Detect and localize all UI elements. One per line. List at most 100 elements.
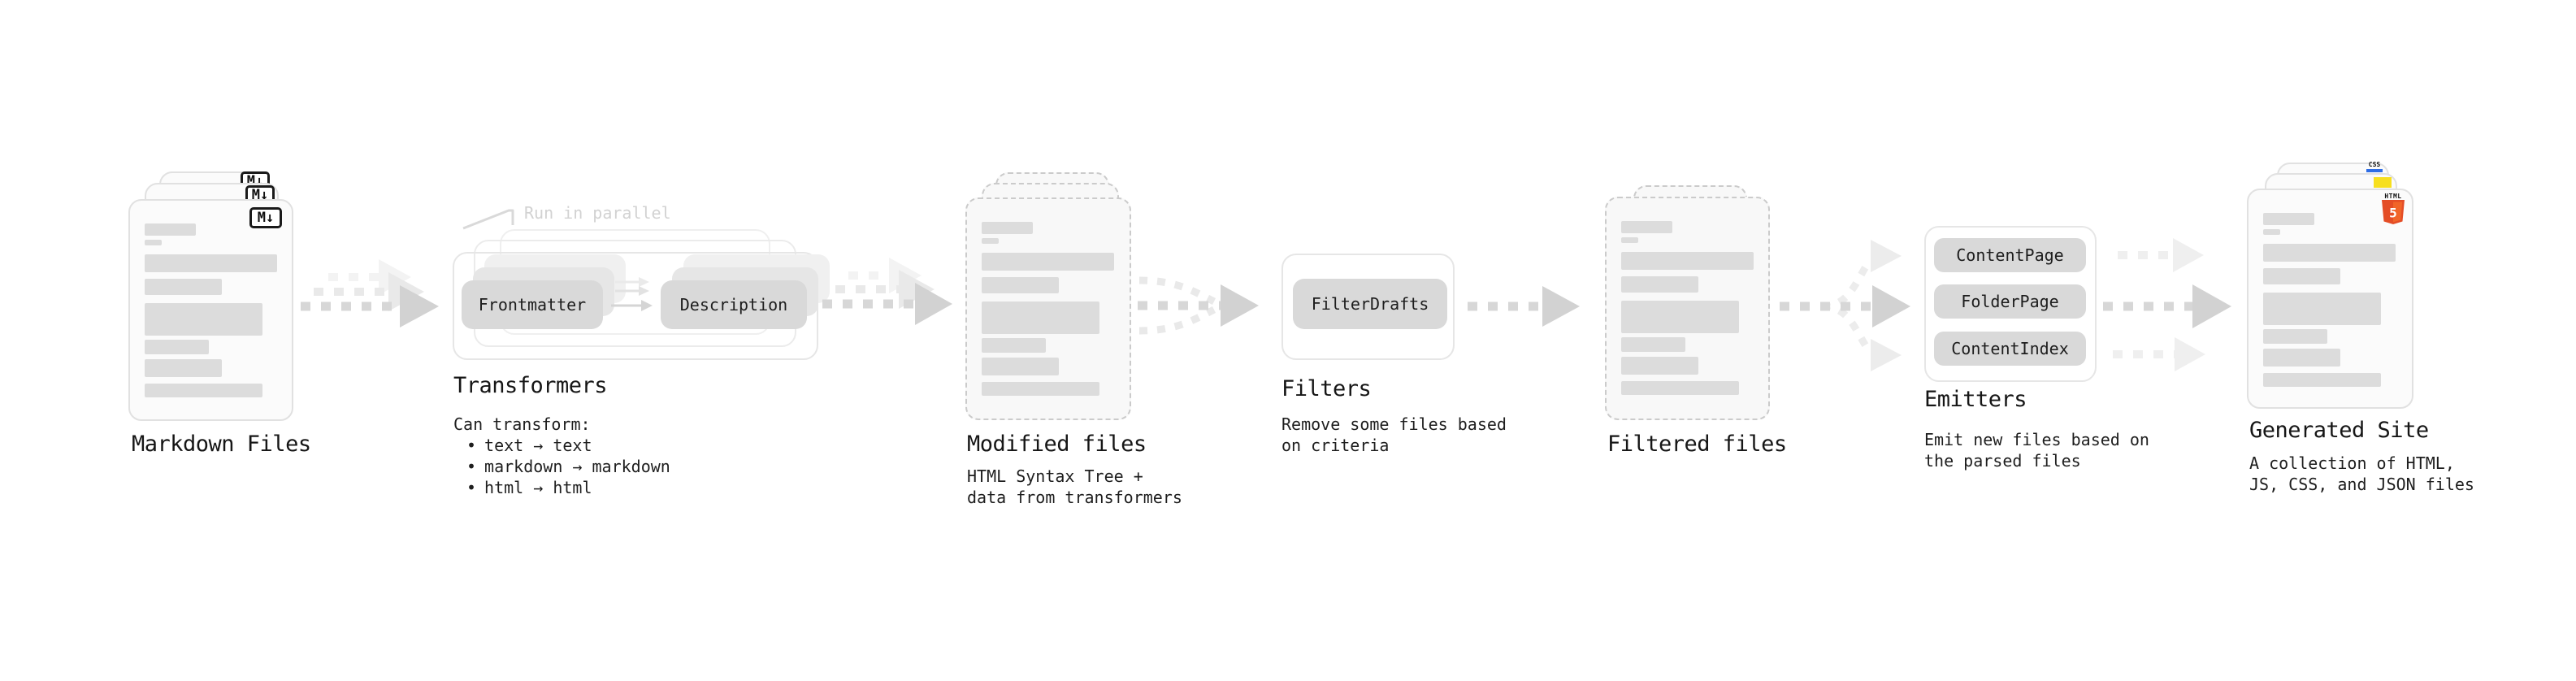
markdown-file-card-front: M↓ xyxy=(128,199,293,421)
run-in-parallel-note: Run in parallel xyxy=(524,203,671,223)
caption-line: data from transformers xyxy=(967,488,1182,507)
bullet-text: markdown → markdown xyxy=(484,457,670,476)
modified-files-title: Modified files xyxy=(967,432,1147,457)
skeleton-bar xyxy=(145,254,277,272)
emitters-title: Emitters xyxy=(1924,387,2027,412)
contentindex-pill: ContentIndex xyxy=(1934,332,2086,366)
bullet-text: text → text xyxy=(484,436,592,455)
caption-line: A collection of HTML, xyxy=(2249,453,2455,473)
skeleton-bar xyxy=(145,359,222,377)
skeleton-bar xyxy=(1621,337,1685,352)
skeleton-bar xyxy=(982,382,1099,396)
skeleton-bar xyxy=(2263,213,2314,225)
skeleton-bar xyxy=(1621,301,1739,333)
html5-shield: 5 xyxy=(2382,200,2405,224)
filters-title: Filters xyxy=(1281,376,1372,401)
html5-icon: HTML 5 xyxy=(2381,193,2405,228)
arrowhead xyxy=(915,283,952,325)
html5-number: 5 xyxy=(2389,206,2397,221)
skeleton-bar xyxy=(2263,293,2381,325)
caption-line: HTML Syntax Tree + xyxy=(967,466,1143,486)
skeleton-bar xyxy=(2263,268,2340,284)
caption-line: JS, CSS, and JSON files xyxy=(2249,475,2474,494)
skeleton-bar xyxy=(982,301,1099,334)
css-icon: CSS xyxy=(2366,162,2383,172)
skeleton-bar xyxy=(2263,329,2327,344)
bullet-text: html → html xyxy=(484,478,592,497)
document-skeleton xyxy=(2263,213,2396,387)
html5-icon-label: HTML xyxy=(2384,193,2402,200)
stage-transformers: Run in parallel Frontmatter Description … xyxy=(447,203,830,504)
generated-site-title: Generated Site xyxy=(2249,418,2429,443)
arrowhead xyxy=(2173,238,2204,272)
stage-filters: FilterDrafts Filters Remove some files b… xyxy=(1280,252,1507,463)
fan-out-curve-bottom xyxy=(1821,302,1872,354)
skeleton-bar xyxy=(1621,221,1672,233)
contentpage-pill: ContentPage xyxy=(1934,238,2086,272)
fan-out-curve-top xyxy=(1821,259,1872,310)
description-pill: Description xyxy=(661,280,807,329)
arrowhead xyxy=(1542,286,1580,327)
bullet-dot: • xyxy=(466,457,477,476)
bullet-item: • text → text xyxy=(453,435,670,456)
skeleton-bar xyxy=(145,240,162,245)
frontmatter-pill: Frontmatter xyxy=(462,280,603,329)
stage-generated-site: CSS HTML 5 xyxy=(2244,158,2474,508)
caption-line: Emit new files based on xyxy=(1924,430,2149,449)
skeleton-bar xyxy=(1621,276,1698,293)
arrowhead xyxy=(899,270,935,309)
arrowhead xyxy=(1221,284,1259,327)
css-icon-label: CSS xyxy=(2368,161,2381,168)
arrowhead xyxy=(379,259,411,295)
generated-file-card-front: HTML 5 xyxy=(2247,189,2413,409)
stage-modified-files: Modified files HTML Syntax Tree + data f… xyxy=(963,158,1182,516)
filters-caption: Remove some files based on criteria xyxy=(1281,414,1507,456)
skeleton-bar xyxy=(982,238,999,244)
css-icon-bar xyxy=(2366,169,2383,172)
filtered-file-card-front xyxy=(1605,197,1770,420)
document-skeleton xyxy=(1621,221,1754,395)
arrowhead xyxy=(1872,285,1910,327)
stage-filtered-files: Filtered files xyxy=(1602,158,1806,484)
skeleton-bar xyxy=(145,303,262,336)
arrowhead xyxy=(1871,240,1902,272)
caption-heading: Can transform: xyxy=(453,414,591,434)
markdown-icon: M↓ xyxy=(249,207,282,228)
document-skeleton xyxy=(145,223,277,397)
skeleton-bar xyxy=(2263,349,2340,367)
transformers-title: Transformers xyxy=(453,373,608,398)
skeleton-bar xyxy=(1621,237,1638,243)
caption-line: on criteria xyxy=(1281,436,1390,455)
arrowhead xyxy=(400,285,439,327)
skeleton-bar xyxy=(1621,381,1739,395)
markdown-icon-label: M↓ xyxy=(257,210,275,226)
skeleton-bar xyxy=(145,223,196,236)
arrowhead xyxy=(1871,339,1902,371)
document-skeleton xyxy=(982,222,1114,396)
stage-emitters: ContentPage FolderPage ContentIndex Emit… xyxy=(1922,223,2149,484)
skeleton-bar xyxy=(2263,244,2396,262)
arrowhead xyxy=(2175,337,2205,371)
skeleton-bar xyxy=(982,338,1046,353)
filtered-files-title: Filtered files xyxy=(1607,432,1787,457)
bullet-dot: • xyxy=(466,478,477,497)
modified-files-caption: HTML Syntax Tree + data from transformer… xyxy=(967,466,1182,508)
skeleton-bar xyxy=(1621,357,1698,375)
generated-site-caption: A collection of HTML, JS, CSS, and JSON … xyxy=(2249,453,2474,495)
bullet-item: • html → html xyxy=(453,477,670,498)
transformers-caption: Can transform: • text → text • markdown → … xyxy=(453,414,670,498)
skeleton-bar xyxy=(145,279,222,295)
skeleton-bar xyxy=(982,358,1059,375)
skeleton-bar xyxy=(982,222,1033,234)
caption-line: the parsed files xyxy=(1924,451,2081,471)
skeleton-bar xyxy=(145,340,209,354)
skeleton-bar xyxy=(982,277,1059,293)
skeleton-bar xyxy=(982,253,1114,271)
arrowhead xyxy=(2192,284,2231,328)
caption-line: Remove some files based xyxy=(1281,414,1507,434)
bullet-item: • markdown → markdown xyxy=(453,456,670,477)
bullet-dot: • xyxy=(466,436,477,455)
skeleton-bar xyxy=(2263,373,2381,387)
html5-shield-right xyxy=(2393,202,2403,223)
